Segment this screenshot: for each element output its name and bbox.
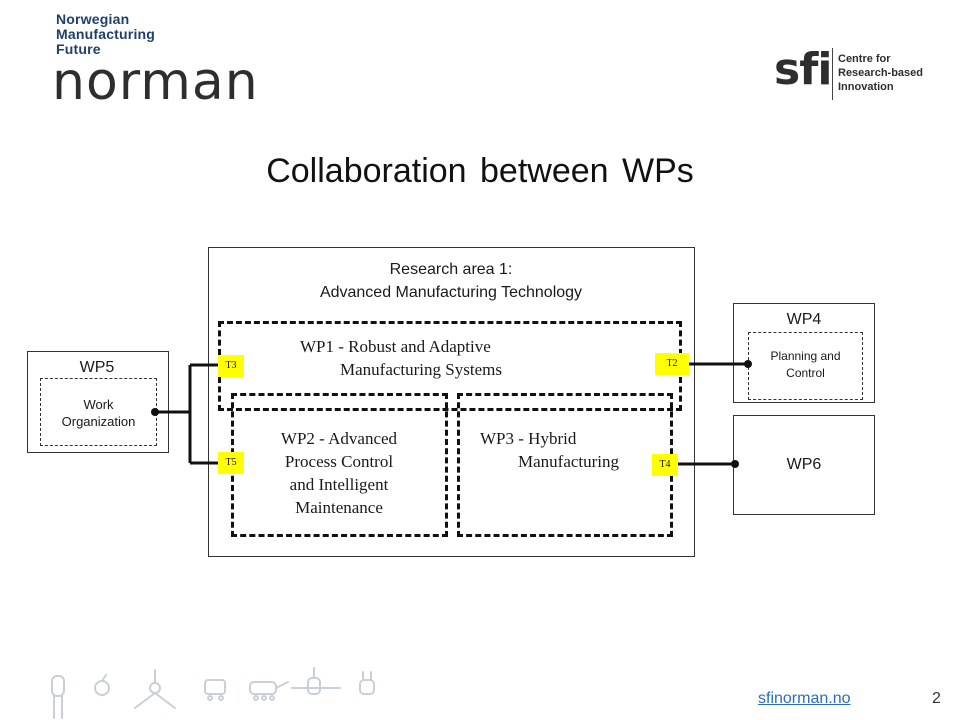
wp2-line-2: Process Control (284, 452, 394, 471)
wp4-inner-label: Planning and Control (748, 348, 863, 382)
wp5-inner-line-2: Organization (61, 414, 136, 429)
sfi-caption-line-2: Research-based (838, 67, 923, 79)
wp4-box (733, 303, 875, 403)
gripper-icon (359, 671, 375, 695)
wp1-label: WP1 - Robust and Adaptive Manufacturing … (300, 335, 560, 381)
tag-t4: T4 (652, 454, 678, 476)
wp2-line-3: and Intelligent (289, 475, 389, 494)
wp5-title: WP5 (79, 359, 115, 376)
wp5-inner-line-1: Work (83, 397, 114, 412)
research-area-label: Research area 1: Advanced Manufacturing … (208, 258, 694, 304)
tag-t2: T2 (655, 353, 689, 375)
cart-icon (204, 679, 226, 701)
research-area-box (208, 247, 695, 557)
wp3-label: WP3 - Hybrid Manufacturing (480, 427, 660, 473)
manufacturing-icons-strip (51, 667, 375, 719)
wp4-title: WP4 (786, 311, 822, 328)
sfi-logo: sfi (774, 44, 832, 95)
wp4-inner-line-2: Control (786, 366, 825, 380)
apple-icon (94, 674, 110, 696)
sfi-caption-line-3: Innovation (838, 81, 894, 93)
tagline-line-3: Future (56, 41, 101, 57)
robot-arm-icon (291, 667, 341, 695)
research-area-line-1: Research area 1: (389, 261, 513, 278)
sfi-caption-line-1: Centre for (838, 53, 891, 65)
wp4-inner-line-1: Planning and (770, 349, 841, 363)
wp2-label: WP2 - Advanced Process Control and Intel… (234, 427, 444, 519)
tripod-icon (134, 669, 176, 709)
wp6-title: WP6 (786, 456, 822, 473)
footer-website-link[interactable]: sfinorman.no (758, 690, 851, 707)
bottle-icon (51, 675, 65, 719)
tag-t3: T3 (218, 355, 244, 377)
wp2-line-4: Maintenance (295, 498, 383, 517)
page-title: Collaboration between WPs (266, 152, 694, 190)
wp3-line-1: WP3 - Hybrid (480, 429, 577, 448)
norman-tagline: Norwegian Manufacturing Future (56, 12, 155, 57)
wp5-box (27, 351, 169, 453)
conveyor-icon (249, 681, 289, 701)
wp3-line-2: Manufacturing (518, 452, 620, 471)
norman-logo: norman (52, 52, 259, 112)
tagline-line-1: Norwegian (56, 11, 130, 27)
page-number: 2 (932, 690, 941, 707)
sfi-caption: Centre for Research-based Innovation (838, 52, 923, 94)
wp1-line-1: WP1 - Robust and Adaptive (300, 337, 491, 356)
wp6-box (733, 415, 875, 515)
tag-t5: T5 (218, 452, 244, 474)
wp2-line-1: WP2 - Advanced (280, 429, 398, 448)
wp5-inner-label: Work Organization (40, 396, 157, 430)
wp1-line-2: Manufacturing Systems (340, 360, 502, 379)
sfi-divider (832, 48, 833, 100)
research-area-line-2: Advanced Manufacturing Technology (319, 284, 583, 301)
tagline-line-2: Manufacturing (56, 26, 156, 42)
